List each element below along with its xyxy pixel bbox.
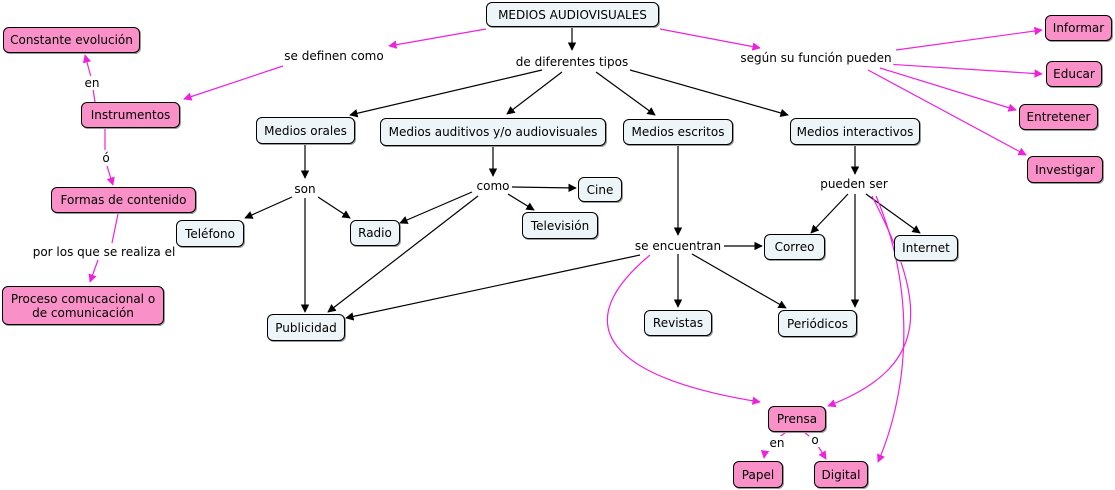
node-prensa[interactable]: Prensa	[768, 406, 826, 432]
black-links	[244, 28, 921, 321]
node-label: Digital	[821, 467, 861, 482]
link-root-segun	[659, 28, 761, 51]
node-label: Televisión	[530, 218, 590, 233]
link-o-formas	[106, 165, 115, 186]
label-o-prensa: o	[809, 433, 821, 447]
node-label: Revistas	[652, 316, 704, 330]
link-instrumentos-en	[92, 88, 96, 103]
node-television[interactable]: Televisión	[522, 212, 598, 239]
node-label: Periódicos	[787, 316, 848, 331]
node-investigar[interactable]: Investigar	[1027, 156, 1103, 183]
node-label: Papel	[741, 467, 775, 482]
node-entretener[interactable]: Entretener	[1019, 104, 1098, 130]
node-medios-interactivos[interactable]: Medios interactivos	[790, 118, 920, 145]
node-digital[interactable]: Digital	[814, 461, 868, 488]
node-correo[interactable]: Correo	[764, 234, 825, 260]
node-label: MEDIOS AUDIOVISUALES	[498, 7, 647, 22]
node-label: Formas de contenido	[60, 193, 187, 207]
link-encuentran-prensa	[606, 254, 761, 405]
node-label: Teléfono	[185, 226, 235, 241]
node-medios-escritos[interactable]: Medios escritos	[623, 119, 733, 145]
node-label: Prensa	[776, 412, 818, 426]
link-pueden-correo	[810, 193, 849, 234]
label-por-los-que: por los que se realiza el	[30, 245, 178, 259]
node-label: Entretener	[1026, 110, 1091, 124]
link-porlos-proceso	[88, 259, 99, 283]
node-label: Instrumentos	[90, 108, 171, 122]
link-son-radio	[317, 196, 351, 219]
node-label: Proceso comucacional o de comunicación	[10, 291, 156, 320]
pink-links	[82, 26, 1043, 463]
link-tipos-orales	[349, 69, 543, 118]
node-periodicos[interactable]: Periódicos	[778, 310, 857, 337]
node-label: Informar	[1052, 21, 1105, 35]
link-tipos-escritos	[595, 71, 656, 116]
label-o-instrumentos: ó	[100, 151, 112, 165]
node-label: Medios escritos	[631, 125, 725, 139]
node-label: Constante evolución	[10, 33, 133, 47]
node-label: Correo	[774, 240, 815, 254]
link-definen-instrumentos	[183, 65, 284, 101]
node-telefono[interactable]: Teléfono	[176, 220, 244, 247]
link-como-radio	[399, 191, 473, 224]
node-radio[interactable]: Radio	[350, 220, 400, 246]
node-cine[interactable]: Cine	[578, 177, 622, 202]
node-medios-orales[interactable]: Medios orales	[256, 117, 355, 144]
label-se-encuentran: se encuentran	[632, 239, 724, 253]
node-label: Publicidad	[275, 320, 337, 335]
node-label: Educar	[1053, 67, 1095, 81]
link-pueden-digital	[875, 195, 905, 463]
link-en-papel	[760, 449, 770, 459]
link-son-telefono	[244, 196, 293, 219]
node-label: Radio	[358, 226, 392, 240]
node-label: Internet	[902, 241, 950, 255]
link-tipos-interactivos	[629, 69, 789, 117]
link-encuentran-periodicos	[691, 253, 787, 309]
link-pueden-prensa	[827, 195, 912, 408]
node-publicidad[interactable]: Publicidad	[267, 314, 345, 341]
link-segun-investigar	[867, 69, 1027, 156]
link-tipos-auditivos	[506, 71, 563, 115]
label-como: como	[474, 179, 512, 193]
label-en-prensa: en	[767, 436, 787, 450]
label-pueden-ser: pueden ser	[818, 177, 890, 191]
node-revistas[interactable]: Revistas	[644, 310, 712, 336]
node-formas-de-contenido[interactable]: Formas de contenido	[51, 187, 196, 213]
node-constante-evolucion[interactable]: Constante evolución	[3, 27, 140, 53]
node-educar[interactable]: Educar	[1046, 61, 1102, 87]
node-instrumentos[interactable]: Instrumentos	[81, 102, 180, 128]
link-formas-porlos	[111, 213, 119, 244]
node-label: Medios orales	[264, 123, 347, 138]
label-en-instrumentos: en	[82, 76, 102, 90]
link-segun-informar	[895, 26, 1043, 51]
link-como-television	[507, 193, 535, 211]
link-segun-educar	[885, 63, 1043, 78]
link-segun-entretener	[879, 67, 1017, 112]
label-son: son	[292, 182, 318, 196]
link-como-cine	[511, 183, 577, 193]
link-en-constante	[82, 54, 92, 78]
node-proceso-comunicacional[interactable]: Proceso comucacional o de comunicación	[2, 286, 164, 325]
link-o-digital	[817, 445, 827, 460]
label-segun-su-funcion: según su función pueden	[738, 51, 894, 65]
node-label: Medios interactivos	[796, 124, 914, 139]
link-como-publicidad	[327, 195, 479, 313]
link-pueden-internet	[865, 193, 921, 234]
link-encuentran-publicidad	[345, 254, 641, 321]
node-papel[interactable]: Papel	[733, 461, 783, 488]
label-de-diferentes-tipos: de diferentes tipos	[513, 55, 631, 69]
link-root-definen	[388, 28, 487, 49]
node-medios-auditivos[interactable]: Medios auditivos y/o audiovisuales	[380, 118, 606, 146]
node-label: Cine	[586, 182, 614, 197]
node-internet[interactable]: Internet	[894, 235, 958, 261]
node-label: Investigar	[1035, 162, 1095, 177]
node-label: Medios auditivos y/o audiovisuales	[388, 125, 598, 139]
node-informar[interactable]: Informar	[1045, 15, 1112, 41]
node-medios-audiovisuales[interactable]: MEDIOS AUDIOVISUALES	[486, 2, 659, 27]
label-se-definen-como: se definen como	[282, 49, 386, 63]
